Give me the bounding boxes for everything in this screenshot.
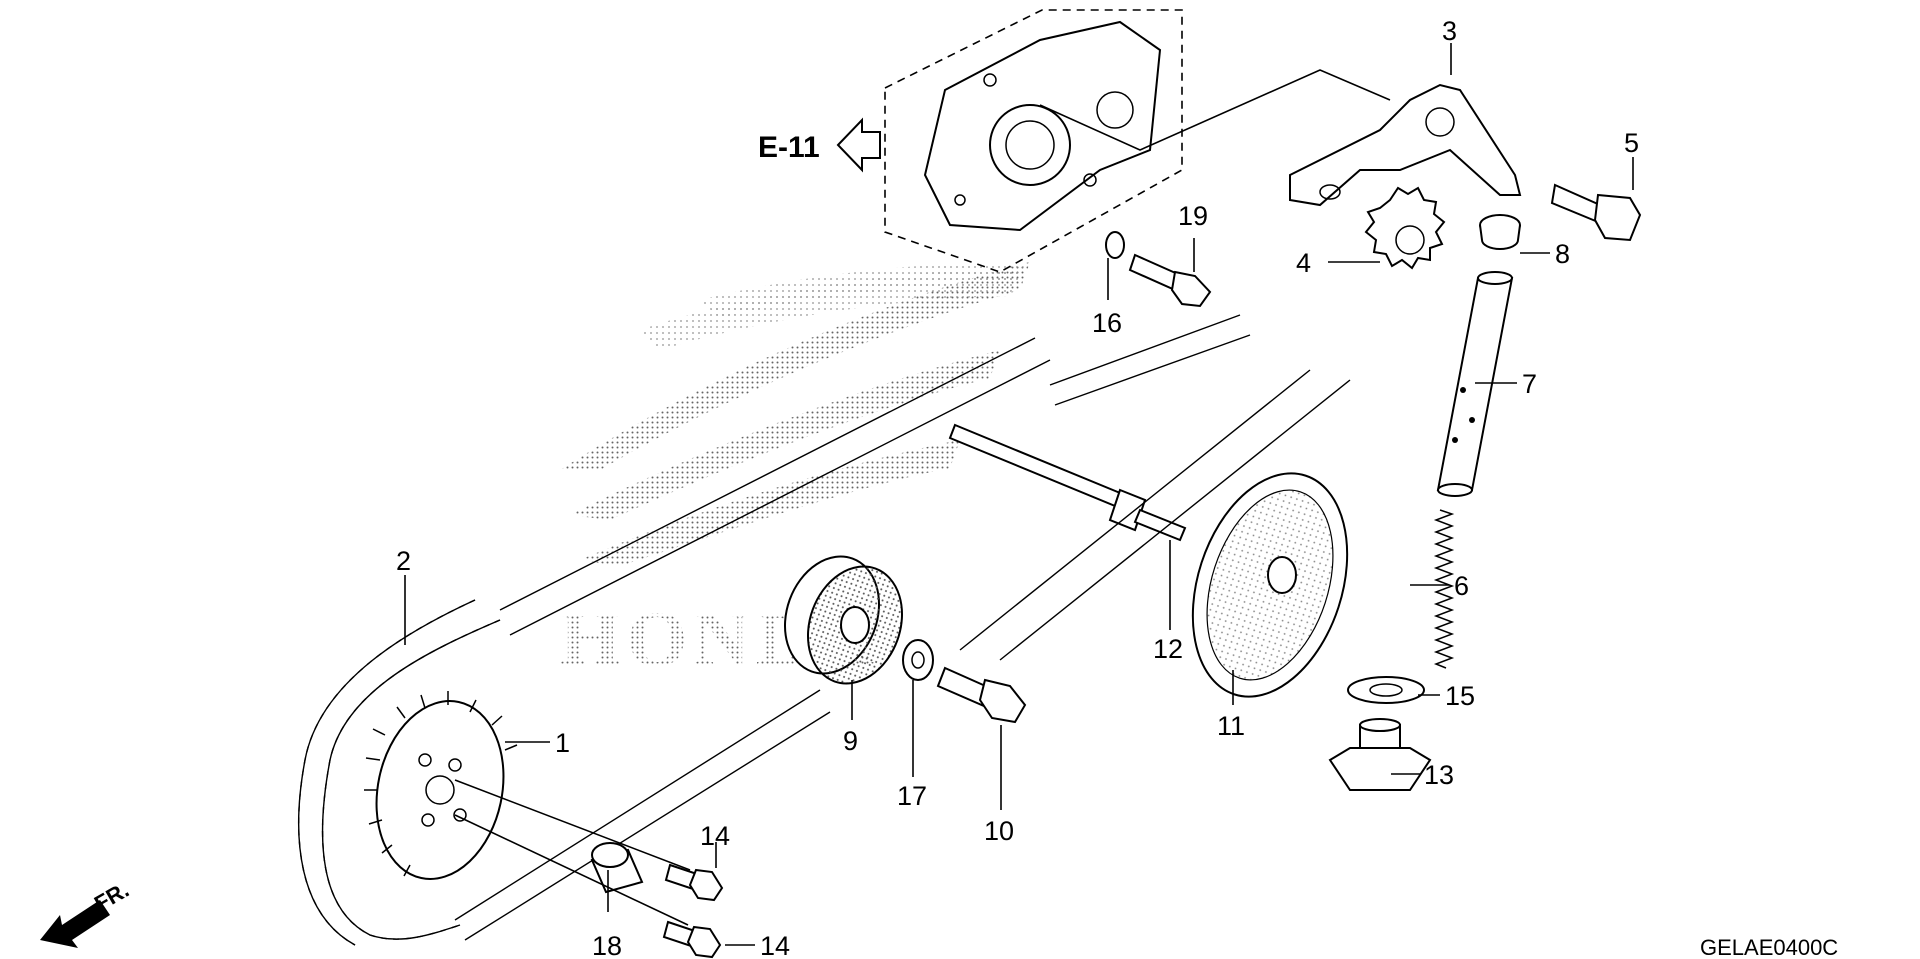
part-5-bolt[interactable] (1550, 183, 1642, 242)
reference-label: E-11 (758, 131, 820, 164)
part-2-drive-chain[interactable] (298, 314, 1351, 946)
part-6-spring[interactable] (1433, 509, 1455, 669)
callout-16: 16 (1092, 308, 1122, 338)
part-12-shaft[interactable] (948, 423, 1187, 542)
part-13-sealing-bolt[interactable] (1328, 718, 1432, 791)
part-10-bolt[interactable] (936, 666, 1027, 724)
crankcase-reference (884, 9, 1183, 273)
callout-18: 18 (592, 931, 622, 959)
callout-9: 9 (843, 726, 858, 756)
callout-1: 1 (555, 728, 570, 758)
callout-14-upper: 14 (700, 821, 730, 851)
part-17-washer[interactable] (902, 639, 934, 681)
callout-7: 7 (1522, 369, 1537, 399)
callout-6: 6 (1454, 571, 1469, 601)
part-19-bolt[interactable] (1128, 253, 1212, 308)
callout-3: 3 (1442, 16, 1457, 46)
callout-12: 12 (1153, 634, 1183, 664)
arrow-front-icon (40, 900, 110, 948)
callout-labels: 1 2 3 4 5 6 7 8 9 10 11 12 13 14 14 15 1… (396, 16, 1639, 959)
part-15-washer[interactable] (1347, 676, 1425, 704)
part-7-push-rod[interactable] (1436, 271, 1514, 497)
callout-8: 8 (1555, 239, 1570, 269)
front-direction-indicator: FR. (40, 877, 133, 948)
callout-15: 15 (1445, 681, 1475, 711)
callout-2: 2 (396, 546, 411, 576)
part-4-small-sprocket[interactable] (1364, 186, 1446, 270)
part-11-large-sprocket[interactable] (1166, 453, 1374, 716)
callout-17: 17 (897, 781, 927, 811)
reference-arrow: E-11 (758, 117, 881, 173)
callout-19: 19 (1178, 201, 1208, 231)
drawing-code: GELAE0400C (1700, 935, 1838, 959)
callout-10: 10 (984, 816, 1014, 846)
part-9-roller[interactable] (769, 543, 918, 697)
part-14-bolt-upper[interactable] (664, 863, 724, 902)
part-3-tensioner-bracket[interactable] (1289, 83, 1522, 207)
callout-11: 11 (1217, 711, 1245, 741)
callout-14-lower: 14 (760, 931, 790, 959)
callout-13: 13 (1424, 760, 1454, 790)
arrow-left-icon (836, 117, 881, 173)
leader-lines (404, 43, 1634, 946)
part-16-washer[interactable] (1105, 231, 1125, 259)
part-18-collar[interactable] (590, 842, 644, 894)
callout-4: 4 (1296, 248, 1311, 278)
part-14-bolt-lower[interactable] (662, 920, 722, 959)
part-1-drive-sprocket[interactable] (361, 689, 520, 891)
part-8-cap[interactable] (1479, 214, 1521, 250)
callout-5: 5 (1624, 128, 1639, 158)
